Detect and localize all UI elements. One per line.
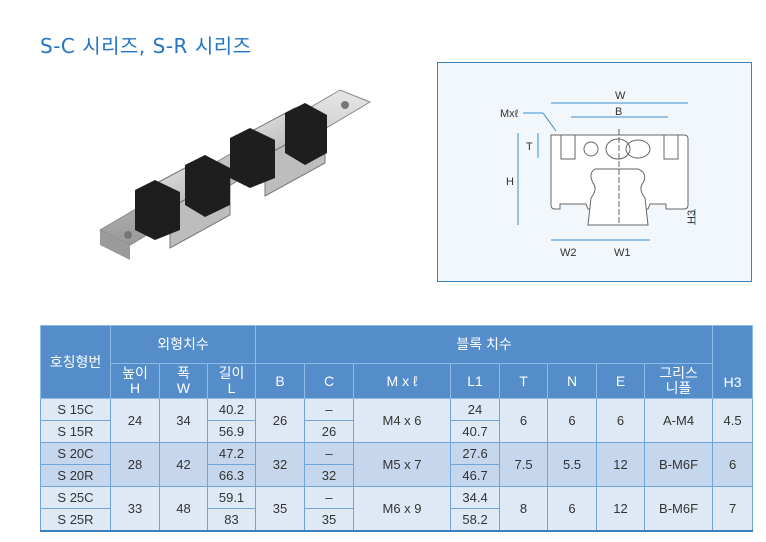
label-H3: H3: [686, 210, 698, 224]
t-cell: 8: [499, 486, 549, 531]
c-cell: 26: [304, 420, 355, 443]
block-rear: [230, 103, 327, 197]
header-N: N: [547, 363, 598, 399]
length-cell: 56.9: [206, 420, 257, 443]
header-W: 폭 W: [159, 363, 208, 399]
e-cell: 6: [596, 398, 646, 443]
l1-cell: 40.7: [450, 420, 501, 443]
header-E: E: [596, 363, 646, 399]
header-T: T: [499, 363, 549, 399]
e-cell: 12: [596, 442, 646, 487]
label-H: H: [506, 176, 514, 188]
label-B: B: [615, 106, 622, 118]
header-model: 호칭형번: [40, 325, 111, 399]
header-H: 높이 H: [110, 363, 160, 399]
model-cell: S 20C: [40, 442, 111, 465]
length-cell: 59.1: [206, 486, 257, 509]
length-cell: 47.2: [206, 442, 257, 465]
e-cell: 12: [596, 486, 646, 531]
grease-nipple-cell: A-M4: [644, 398, 714, 443]
mxl-cell: M4 x 6: [353, 398, 452, 443]
model-cell: S 20R: [40, 464, 111, 487]
table-row: S 20R 66.3 32 46.7: [40, 464, 753, 487]
t-cell: 6: [499, 398, 549, 443]
b-cell: 26: [255, 398, 306, 443]
label-T: T: [526, 141, 533, 153]
model-cell: S 25R: [40, 508, 111, 531]
length-cell: 40.2: [206, 398, 257, 421]
label-Mxl: Mxℓ: [500, 108, 519, 120]
model-cell: S 25C: [40, 486, 111, 509]
cross-section-diagram: W B Mxℓ T H H3 W2 W1: [437, 62, 752, 282]
page-title: S-C 시리즈, S-R 시리즈: [40, 34, 252, 58]
header-C: C: [304, 363, 355, 399]
height-cell: 28: [110, 442, 160, 487]
c-cell: –: [304, 398, 355, 421]
l1-cell: 24: [450, 398, 501, 421]
model-cell: S 15C: [40, 398, 111, 421]
l1-cell: 46.7: [450, 464, 501, 487]
width-cell: 48: [159, 486, 208, 531]
width-cell: 42: [159, 442, 208, 487]
n-cell: 6: [547, 486, 598, 531]
header-outer-dimensions: 외형치수: [109, 325, 257, 364]
label-W: W: [615, 90, 626, 102]
l1-cell: 27.6: [450, 442, 501, 465]
l1-cell: 58.2: [450, 508, 501, 531]
header-grease-nipple: 그리스 니플: [644, 363, 714, 399]
header-H3: H3: [712, 325, 754, 399]
b-cell: 32: [255, 442, 306, 487]
header-L: 길이 L: [206, 363, 257, 399]
h3-cell: 7: [712, 486, 754, 531]
b-cell: 35: [255, 486, 306, 531]
header-L1: L1: [450, 363, 501, 399]
h3-cell: 6: [712, 442, 754, 487]
height-cell: 24: [110, 398, 160, 443]
n-cell: 5.5: [547, 442, 598, 487]
width-cell: 34: [159, 398, 208, 443]
c-cell: 32: [304, 464, 355, 487]
length-cell: 66.3: [206, 464, 257, 487]
mxl-cell: M6 x 9: [353, 486, 452, 531]
linear-guide-product-image: [98, 89, 372, 260]
grease-nipple-cell: B-M6F: [644, 486, 714, 531]
height-cell: 33: [110, 486, 160, 531]
block-front: [135, 155, 232, 249]
c-cell: –: [304, 442, 355, 465]
header-B: B: [255, 363, 306, 399]
mxl-cell: M5 x 7: [353, 442, 452, 487]
c-cell: –: [304, 486, 355, 509]
spec-table: 호칭형번 외형치수 블록 치수 H3 높이 H 폭 W 길이 L B C M x…: [40, 325, 754, 532]
length-cell: 83: [206, 508, 257, 531]
n-cell: 6: [547, 398, 598, 443]
model-cell: S 15R: [40, 420, 111, 443]
l1-cell: 34.4: [450, 486, 501, 509]
grease-nipple-cell: B-M6F: [644, 442, 714, 487]
h3-cell: 4.5: [712, 398, 754, 443]
header-Mxl: M x ℓ: [353, 363, 452, 399]
label-W2: W2: [560, 247, 577, 259]
diagram-labels: W B Mxℓ T H H3 W2 W1: [500, 90, 698, 259]
table-row: S 25R 83 35 58.2: [40, 508, 753, 531]
header-block-dimensions: 블록 치수: [255, 325, 714, 364]
c-cell: 35: [304, 508, 355, 531]
label-W1: W1: [614, 247, 631, 259]
t-cell: 7.5: [499, 442, 549, 487]
